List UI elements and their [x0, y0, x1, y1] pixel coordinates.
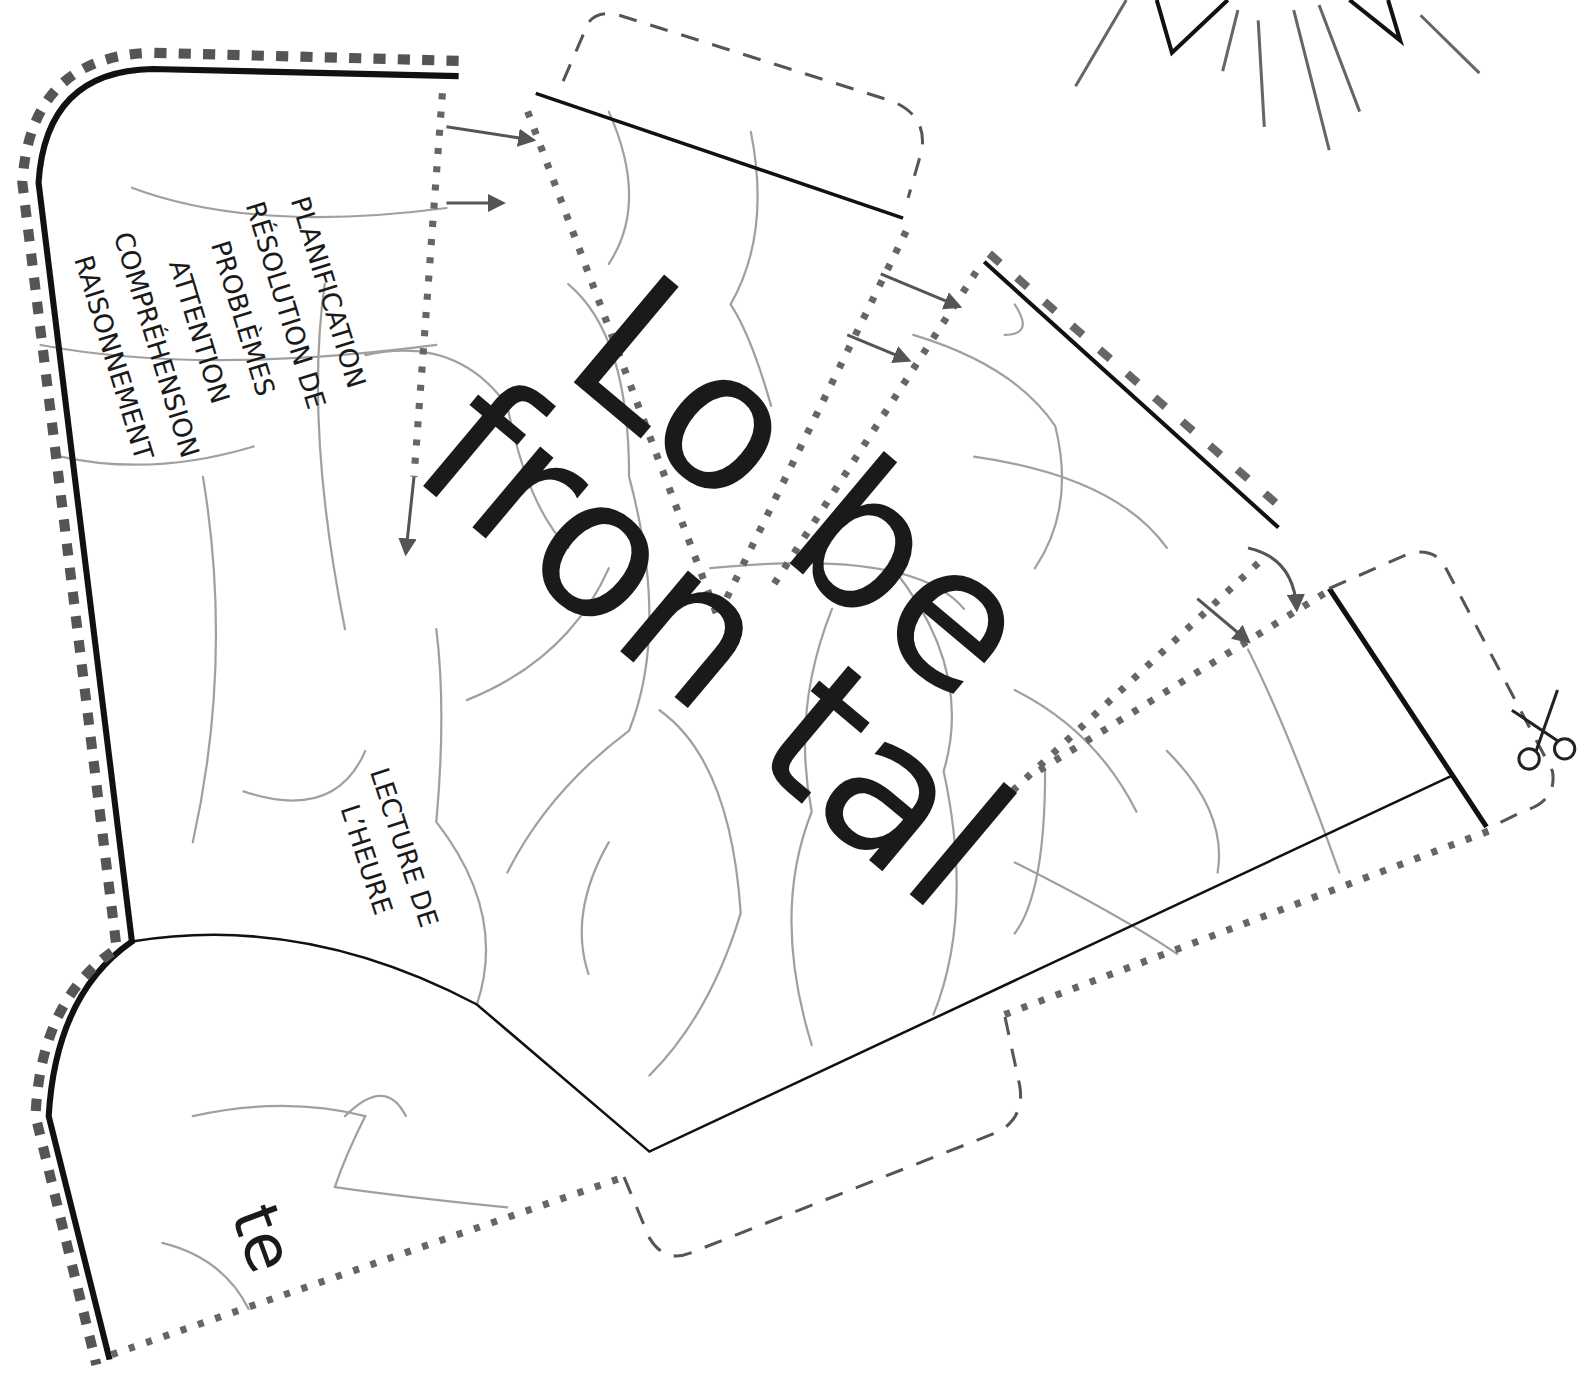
vein: [244, 751, 366, 801]
fold-arrow: [446, 201, 502, 204]
outline-solid: [1329, 588, 1486, 826]
fold-arrow: [1248, 548, 1297, 609]
vein: [436, 629, 486, 1004]
fold-line: [1005, 830, 1492, 1015]
fold-arrow: [1197, 599, 1248, 642]
vein: [1167, 751, 1219, 873]
function-note-group: LECTURE DE L’HEURE: [317, 750, 452, 958]
vein: [582, 842, 609, 974]
scissors-blade: [1512, 690, 1558, 751]
function-note: LECTURE DE L’HEURE: [317, 750, 452, 958]
fold-line: [112, 1177, 624, 1355]
vein: [1005, 304, 1023, 334]
outline-dashed: [22, 53, 458, 1365]
function-list-group: PLANIFICATIONRÉSOLUTION DE PROBLÈMESATTE…: [55, 164, 386, 485]
vein: [193, 1106, 508, 1207]
star-shape: [1157, 0, 1401, 53]
scissors-ring: [1554, 739, 1574, 759]
brain-veins: [41, 112, 1340, 1309]
fold-arrow: [881, 274, 959, 306]
glue-tab: [624, 1015, 1021, 1256]
glue-tab: [563, 14, 922, 198]
fold-arrow: [446, 127, 532, 140]
fold-lines: [112, 93, 1492, 1354]
lobe-outline: [22, 14, 1553, 1365]
starburst: [1076, 0, 1480, 150]
vein: [609, 112, 629, 264]
star-ray: [1076, 0, 1480, 150]
fold-arrow: [847, 335, 908, 360]
scissors-ring: [1519, 749, 1539, 769]
outline-thick: [39, 69, 459, 1360]
vein: [345, 1096, 406, 1116]
fold-line: [414, 93, 442, 477]
outline-dashed: [989, 254, 1286, 513]
scissors-symbol: [1512, 690, 1575, 769]
outline-solid: [984, 262, 1278, 528]
glue-tab: [1329, 552, 1553, 827]
outline-solid: [536, 93, 903, 218]
vein: [1248, 649, 1339, 872]
vein: [193, 477, 216, 842]
